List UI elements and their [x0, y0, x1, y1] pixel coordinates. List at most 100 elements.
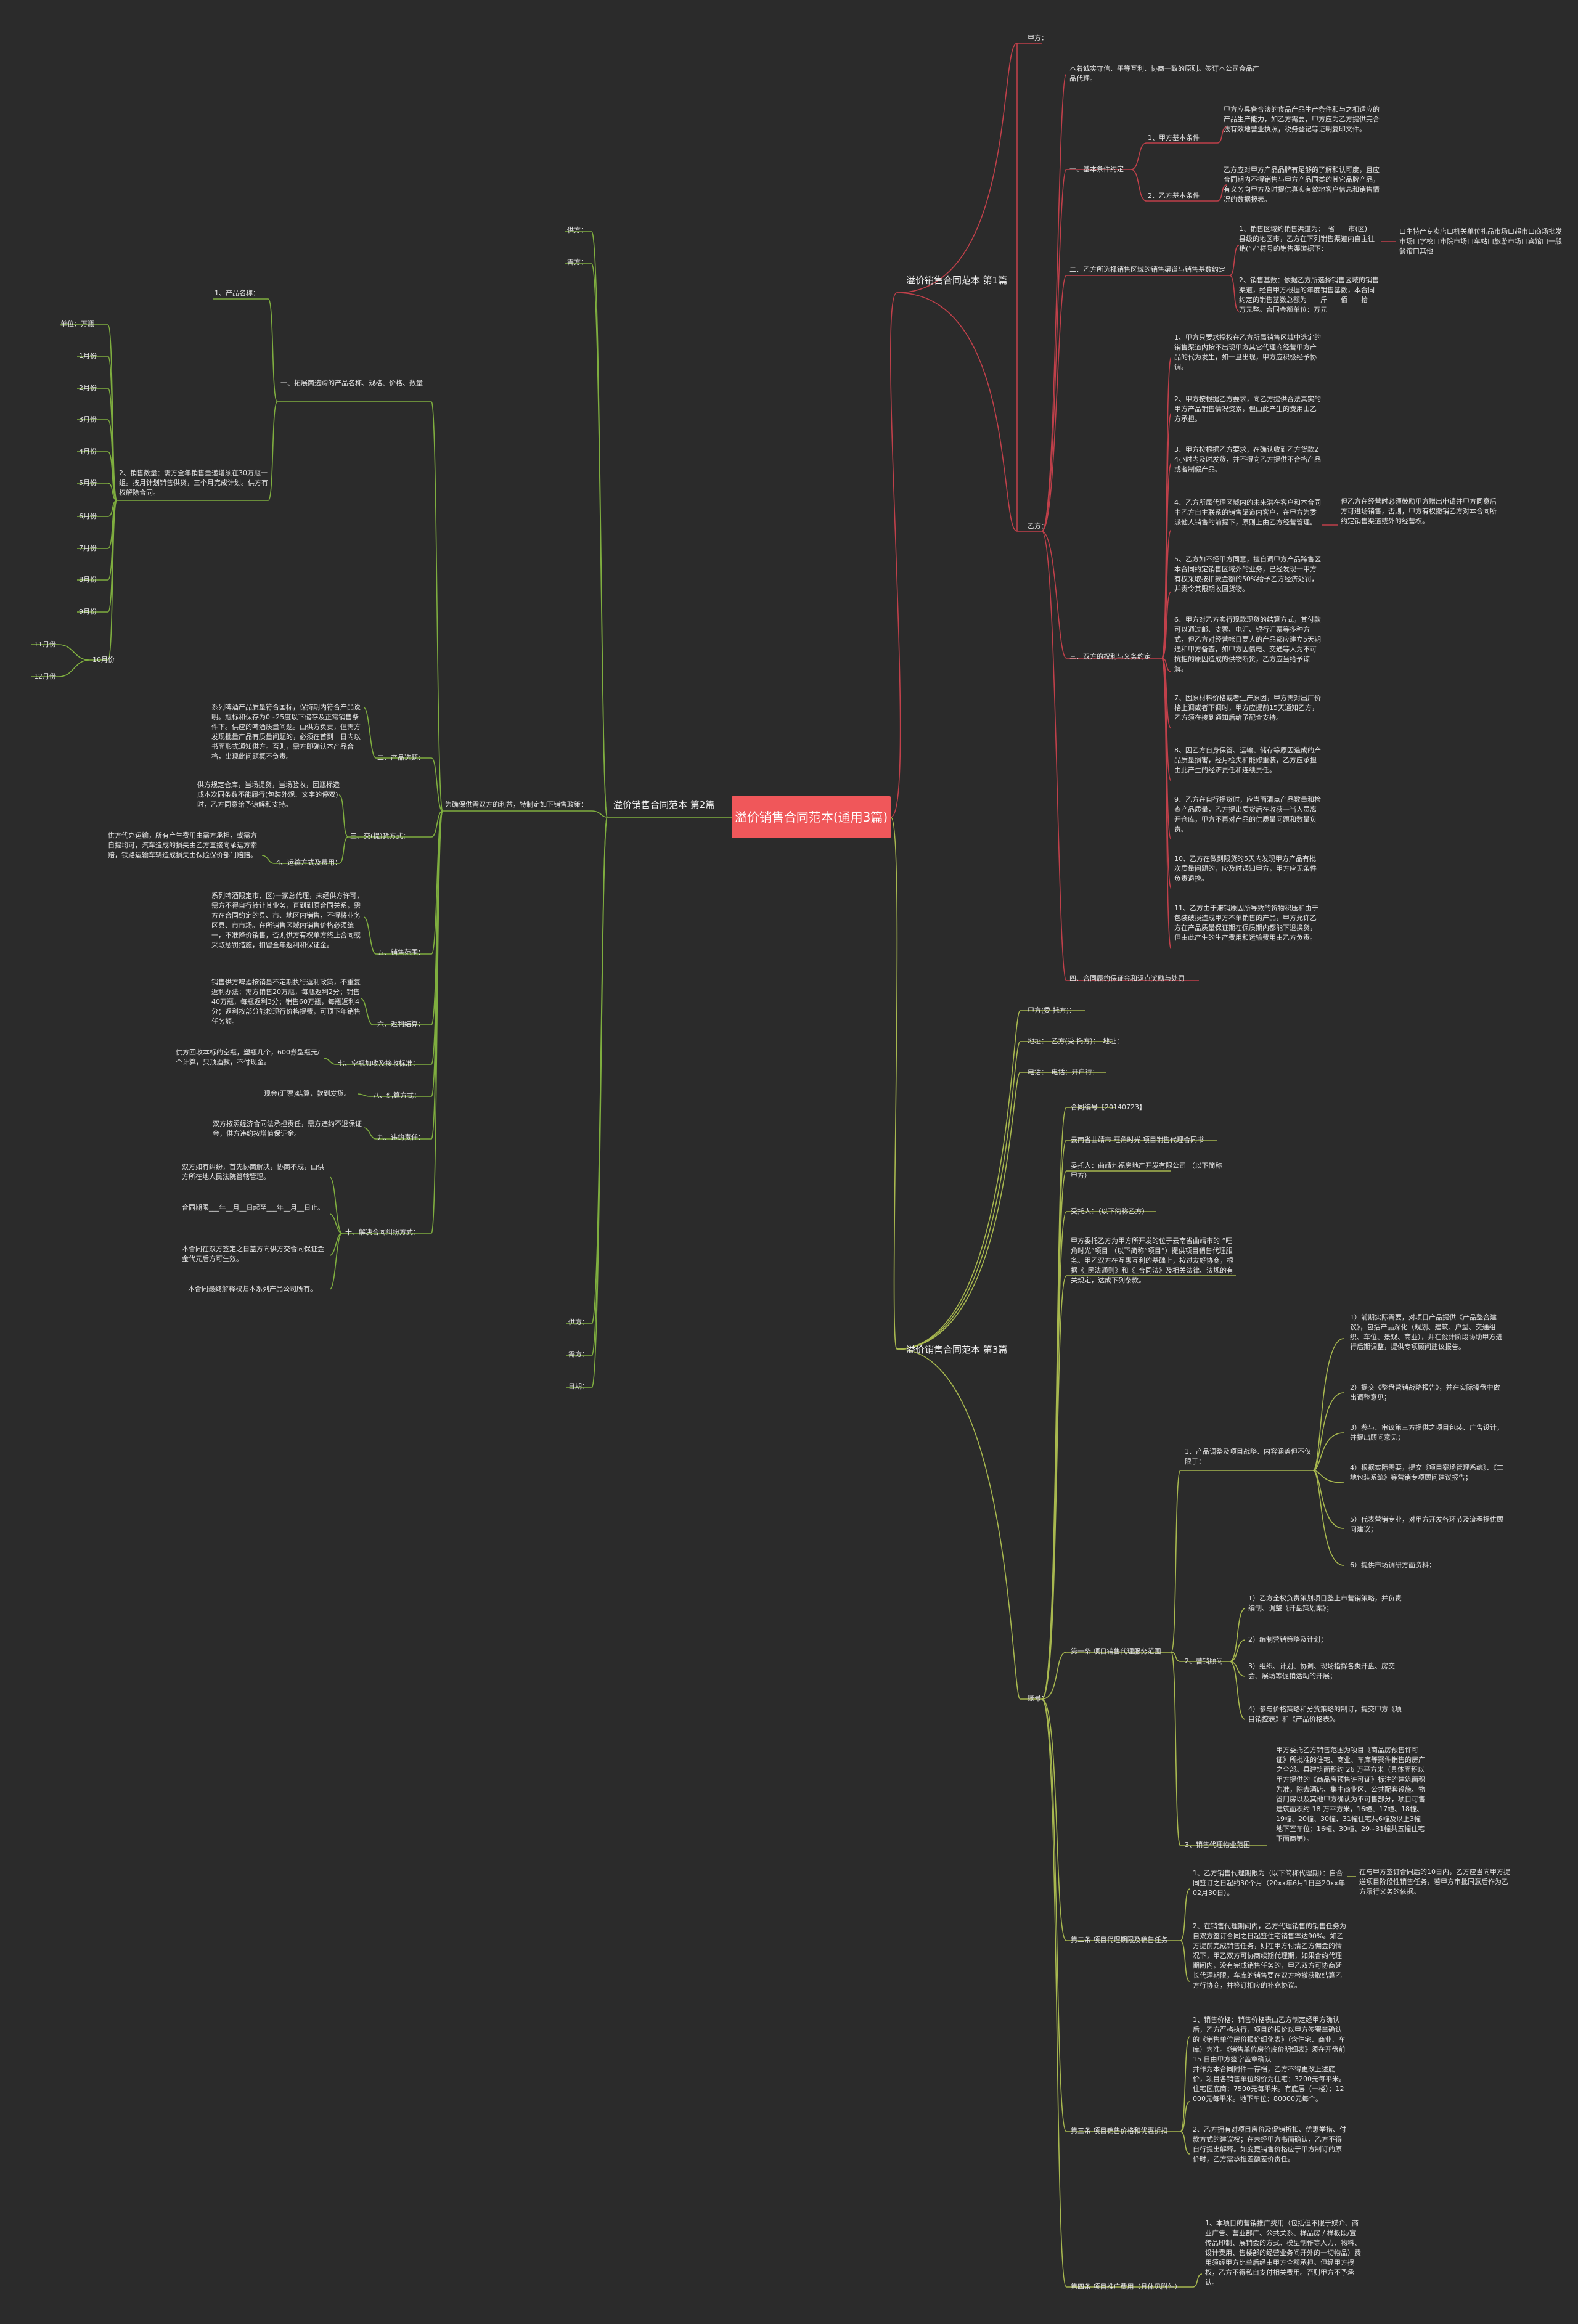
b3-art1-a-item-4[interactable]: 4）根据实际需要，提交《项目案场管理系统》、《工地包装系统》等营销专项顾问建议报…	[1350, 1464, 1503, 1482]
b3-art2-a[interactable]: 1、乙方销售代理期限为（以下简称代理期）：自合同签订之日起约30个月（20xx年…	[1193, 1869, 1346, 1897]
b2-month-10[interactable]: 10月份	[92, 656, 115, 664]
b3-art1-a-item-1[interactable]: 1）前期实际需要，对项目产品提供《产品整合建议》，包括产品深化（规划、建筑、户型…	[1350, 1313, 1503, 1351]
b2-month-9[interactable]: 9月份	[79, 608, 97, 616]
branch-3-title[interactable]: 溢价销售合同范本 第3篇	[906, 1344, 1008, 1355]
b2-s8-text[interactable]: 现金(汇票)结算，款到发货。	[264, 1090, 351, 1098]
b2-s7-title[interactable]: 七、空瓶加收及接收标准：	[338, 1059, 419, 1067]
b1-s3-item-10[interactable]: 10、乙方在做到限货的5天内发现甲方产品有批次质量问题的，应及时通知甲方，甲方应…	[1174, 855, 1317, 883]
b1-s3-item-5[interactable]: 5、乙方如不经甲方同意，擅自调甲方产品跨售区本合同约定销售区域外的业务，已经发现…	[1174, 555, 1321, 593]
b1-s3-note-4[interactable]: 但乙方在经营时必须鼓励甲方赠出申请并甲方同意后方可进场销售，否则，甲方有权撤销乙…	[1341, 497, 1497, 525]
b2-s10-item-1[interactable]: 双方如有纠纷，首先协商解决，协商不成，由供方所在地人民法院管辖管理。	[182, 1163, 324, 1181]
b1-s1-a-text[interactable]: 甲方应具备合法的食品产品生产条件和与之相适应的产品生产能力，如乙方需要，甲方应为…	[1224, 105, 1380, 133]
b2-s4-text[interactable]: 供方代办运输，所有产生费用由需方承担，或需方自提均可，汽车造成的损失由乙方直接向…	[108, 831, 257, 859]
b2-xufang-2[interactable]: 需方：	[568, 1350, 589, 1358]
b1-s1-title[interactable]: 一、基本条件约定	[1069, 165, 1124, 173]
b2-s7-text[interactable]: 供方回收本标的空瓶，塑瓶几个，600券型瓶元/个计算，只顶酒款，不付现金。	[176, 1048, 320, 1066]
b3-art1-a-title[interactable]: 1、产品调整及项目战略、内容涵盖但不仅限于：	[1185, 1448, 1311, 1466]
b3-art1-a-item-3[interactable]: 3）参与、审议第三方提供之项目包装、广告设计，并提出顾问意见；	[1350, 1424, 1503, 1441]
b1-intro[interactable]: 本着诚实守信、平等互利、协商一致的原则。签订本公司食品产品代理。	[1069, 65, 1259, 83]
b3-project[interactable]: 云南省曲靖市 旺角时光 项目销售代理合同书	[1071, 1136, 1204, 1144]
b2-month-3[interactable]: 3月份	[79, 415, 97, 423]
b3-art1-b-title[interactable]: 2、营销顾问	[1185, 1657, 1223, 1665]
b2-month-2[interactable]: 2月份	[79, 384, 97, 392]
b2-s1-title[interactable]: 一、拓展商选购的产品名称、规格、价格、数量	[280, 379, 423, 387]
b1-s3-item-3[interactable]: 3、甲方按根据乙方要求，在确认收到乙方货款24小时内及时发货，并不得向乙方提供不…	[1174, 446, 1321, 473]
b3-art2-title[interactable]: 第二条 项目代理期限及销售任务	[1071, 1936, 1168, 1944]
b2-month-6[interactable]: 6月份	[79, 512, 97, 520]
b2-s3-text[interactable]: 供方规定仓库，当场提货，当场验收，因瓶标造成本次同条数不能履行(包装外观、文字的…	[197, 781, 340, 809]
b1-s3-item-8[interactable]: 8、因乙方自身保管、运输、储存等原因造成的产品质量损害，经月检失和能修重装，乙方…	[1174, 746, 1321, 774]
b1-s2-a2[interactable]: 口主特产专卖店口机关单位礼品市场口超市口商场批发市场口学校口市院市场口车站口旅游…	[1399, 227, 1562, 255]
b3-art3-a[interactable]: 1、销售价格：销售价格表由乙方制定经甲方确认后，乙方严格执行，项目的报价以甲方签…	[1193, 2016, 1346, 2063]
b2-s5-text[interactable]: 系列啤酒限定市、区)一家总代理，未经供方许可，需方不得自行转让其业务，直到到原合…	[211, 892, 364, 949]
b3-art1-b-item-1[interactable]: 1）乙方全权负责策划项目整上市营销策略，并负责编制、调整《开盘策划案》；	[1248, 1594, 1402, 1612]
b3-art1-b-item-3[interactable]: 3）组织、计划、协调、现场指挥各类开盘、房交会、展场等促销活动的开展；	[1248, 1662, 1395, 1680]
b1-s3-item-1[interactable]: 1、甲方只要求授权在乙方所属销售区域中选定的销售渠道内按不出现甲方其它代理商经营…	[1174, 333, 1321, 371]
b3-art3-a2[interactable]: 并作为本合同附件一存档，乙方不得更改上述底价，项目各销售单位均价为住宅：3200…	[1193, 2065, 1346, 2103]
b3-art1-b-item-4[interactable]: 4）参与价格策略和分货策略的制订，提交甲方《项目销控表》和《产品价格表》。	[1248, 1705, 1402, 1723]
b1-s2-a[interactable]: 1、销售区域约销售渠道为： 省 市(区) 县级的地区市，乙方在下列销售渠道内自主…	[1239, 225, 1375, 253]
b2-s1-name[interactable]: 1、产品名称：	[215, 289, 260, 297]
b1-s3-item-4[interactable]: 4、乙方所属代理区域内的未来潜在客户和本合同中乙方自主联系的销售渠道内客户，在甲…	[1174, 499, 1321, 526]
b1-s1-a-title[interactable]: 1、甲方基本条件	[1148, 134, 1200, 142]
b2-s1-unit[interactable]: 单位：万瓶	[60, 320, 94, 328]
b3-art1-a-item-5[interactable]: 5）代表营销专业，对甲方开发各环节及流程提供顾问建议；	[1350, 1515, 1503, 1533]
b1-s1-b-title[interactable]: 2、乙方基本条件	[1148, 192, 1200, 200]
b2-xufang[interactable]: 需方：	[567, 258, 587, 266]
b3-art2-b[interactable]: 2、在销售代理期间内，乙方代理销售的销售任务为自双方签订合同之日起签住宅销售率达…	[1193, 1922, 1346, 1989]
b2-month-7[interactable]: 7月份	[79, 544, 97, 552]
b2-month-8[interactable]: 8月份	[79, 576, 97, 584]
b2-s10-title[interactable]: 十、解决合同纠纷方式：	[345, 1228, 420, 1236]
b2-s10-item-4[interactable]: 本合同最终解释权归本系列产品公司所有。	[188, 1285, 317, 1293]
b3-art4-title[interactable]: 第四条 项目推广费用（具体见附件）	[1071, 2283, 1182, 2291]
b3-art1-b-item-2[interactable]: 2）编制营销策略及计划；	[1248, 1636, 1327, 1644]
b2-s10-item-2[interactable]: 合同期限___年__月__日起至___年__月__日止。	[182, 1204, 324, 1212]
b1-s3-title[interactable]: 三、双方的权利与义务约定	[1069, 653, 1151, 661]
b3-art1-a-item-2[interactable]: 2）提交《整盘营销战略报告》，并在实际操盘中做出调整意见；	[1350, 1384, 1500, 1401]
b3-tel[interactable]: 电话： 电话：开户行：	[1028, 1068, 1099, 1076]
root-topic[interactable]: 溢价销售合同范本(通用3篇)	[732, 796, 891, 838]
b2-s10-item-3[interactable]: 本合同在双方签定之日盖方向供方交合同保证金金代元后方可生效。	[182, 1245, 324, 1263]
b2-s1-qty[interactable]: 2、销售数量：需方全年销售量递增须在30万瓶一组。按月计划销售供货，三个月完成计…	[119, 469, 268, 497]
b2-month-5[interactable]: 5月份	[79, 479, 97, 487]
b3-art1-a-item-6[interactable]: 6）提供市场调研方面资料；	[1350, 1561, 1436, 1569]
b2-s4-title[interactable]: 4、运输方式及费用：	[276, 858, 341, 866]
b2-s6-title[interactable]: 六、返利结算：	[377, 1020, 425, 1028]
b1-s1-b-text[interactable]: 乙方应对甲方产品品牌有足够的了解和认可度，且应合同期内不得销售与甲方产品同类的其…	[1224, 166, 1380, 203]
b1-s3-item-2[interactable]: 2、甲方按根据乙方要求，向乙方提供合法真实的甲方产品销售情况资累，但由此产生的费…	[1174, 395, 1321, 423]
b2-s8-title[interactable]: 八、结算方式：	[373, 1091, 420, 1099]
b2-month-12[interactable]: 12月份	[34, 672, 56, 680]
b3-preamble[interactable]: 甲方委托乙方为甲方所开发的位于云南省曲靖市的 “旺角时光”项目 （以下简称“项目…	[1071, 1237, 1233, 1284]
b1-yi[interactable]: 乙方：	[1028, 522, 1048, 530]
b2-s9-text[interactable]: 双方按照经济合同法承担责任，需方违约不退保证金，供方违约按增值保证金。	[213, 1120, 362, 1138]
b3-contract-no[interactable]: 合同编号【20140723】	[1071, 1103, 1146, 1111]
b3-acct[interactable]: 账号：	[1028, 1694, 1048, 1702]
b1-s3-item-6[interactable]: 6、甲方对乙方实行现款现货的结算方式，其付款可以通过邮、支票、电汇、银行汇票等多…	[1174, 616, 1321, 673]
b1-s2-title[interactable]: 二、乙方所选择销售区域的销售渠道与销售基数约定	[1069, 266, 1225, 274]
b2-s2-title[interactable]: 二、产品选题：	[377, 754, 425, 762]
b2-s5-title[interactable]: 五、销售范围：	[377, 948, 425, 956]
b2-riqi[interactable]: 日期：	[568, 1382, 589, 1390]
b3-jia[interactable]: 甲方(委 托方)：	[1028, 1006, 1076, 1014]
b3-art1-c-title[interactable]: 3、销售代理物业范围	[1185, 1841, 1250, 1849]
b2-gongfang[interactable]: 供方：	[567, 226, 587, 234]
b1-s4-title[interactable]: 四、合同履约保证金和返点奖励与处罚	[1069, 974, 1185, 982]
b1-jia[interactable]: 甲方：	[1028, 34, 1048, 42]
b1-s3-item-9[interactable]: 9、乙方在自行提货时，应当面清点产品数量和检查产品质量，乙方提出质货后在收获一当…	[1174, 796, 1321, 833]
b3-addr[interactable]: 地址： 乙方(受 托方)： 地址：	[1028, 1037, 1124, 1045]
b3-art4-text[interactable]: 1、本项目的营销推广费用（包括但不限于媒介、商业广告、营业部广、公共关系、样品房…	[1205, 2219, 1361, 2286]
b2-month-1[interactable]: 1月份	[79, 352, 97, 360]
b3-art1-title[interactable]: 第一条 项目销售代理服务范围	[1071, 1647, 1161, 1655]
b2-s2-text[interactable]: 系列啤酒产品质量符合国标，保持期内符合产品说明。瓶标和保存为0~25度以下储存及…	[211, 703, 361, 760]
b3-client[interactable]: 委托人：曲靖九福房地产开发有限公司 （以下简称甲方）	[1071, 1162, 1222, 1180]
b2-month-11[interactable]: 11月份	[34, 640, 56, 648]
b2-month-4[interactable]: 4月份	[79, 447, 97, 455]
b3-art2-a-note[interactable]: 在与甲方签订合同后的10日内，乙方应当向甲方提送项目阶段性销售任务，若甲方审批同…	[1359, 1868, 1510, 1896]
b2-s6-text[interactable]: 销售供方啤酒按销量不定期执行返利政策，不重复返利办法：需方销售20万瓶，每瓶返利…	[211, 978, 361, 1025]
branch-2-title[interactable]: 溢价销售合同范本 第2篇	[613, 799, 715, 810]
b1-s3-item-7[interactable]: 7、因原材料价格或者生产原因，甲方需对出厂价格上调或者下调时，甲方应提前15天通…	[1174, 694, 1321, 722]
b3-art3-b[interactable]: 2、乙方拥有对项目房价及促销折扣、优惠举措、付款方式的建议权；在未经甲方书面确认…	[1193, 2126, 1346, 2163]
branch-1-title[interactable]: 溢价销售合同范本 第1篇	[906, 275, 1008, 286]
b2-s3-title[interactable]: 三、交(提)货方式：	[350, 832, 410, 840]
b3-art1-c-text[interactable]: 甲方委托乙方销售范围为项目《商品房预售许可证》所批准的住宅、商业、车库等案件销售…	[1276, 1746, 1425, 1843]
